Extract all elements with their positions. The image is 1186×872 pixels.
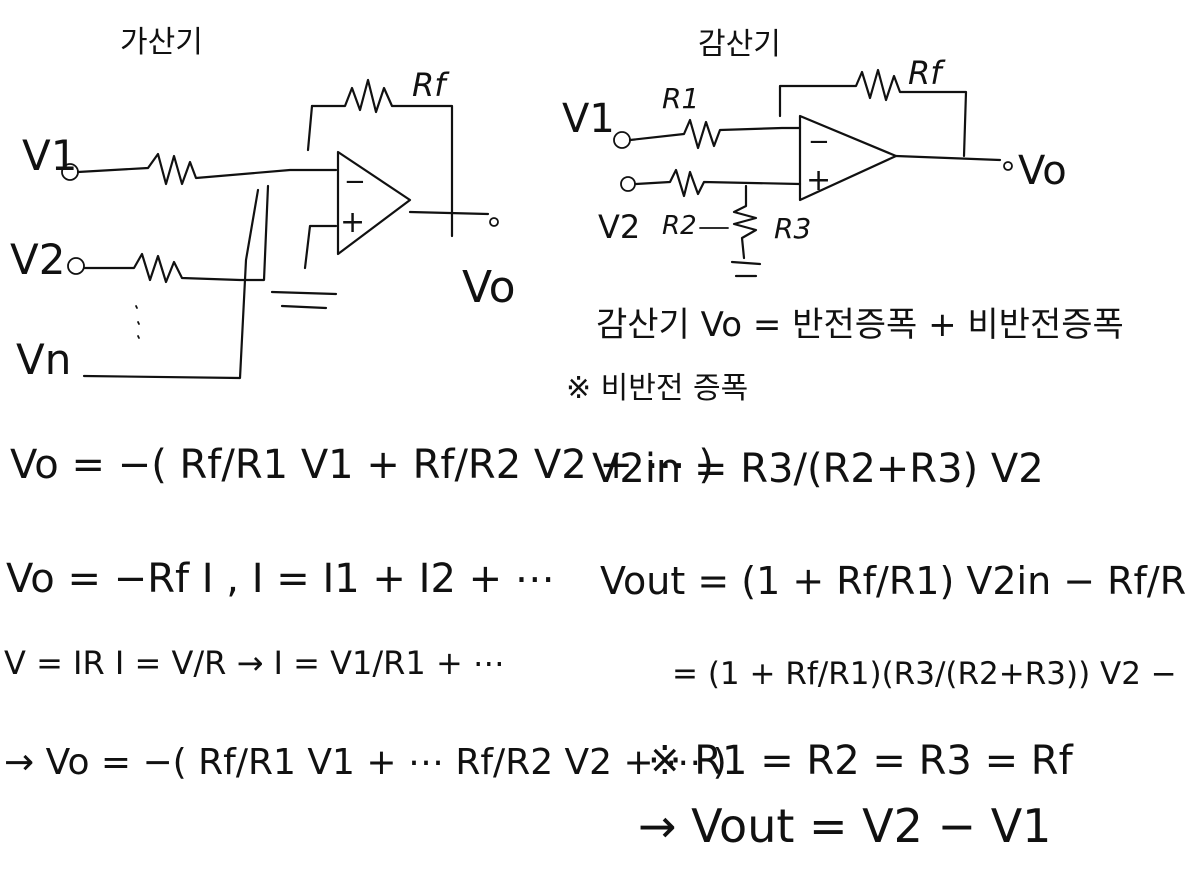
left-diagram-title: 가산기 [120, 25, 203, 60]
left-eq-ohms-law: V = IR I = V/R → I = V1/R1 + ⋯ [4, 644, 505, 682]
right-v2-terminal [620, 176, 636, 192]
right-ground-symbol [730, 260, 762, 278]
right-eq-noninverting-note: ※ 비반전 증폭 [566, 371, 748, 406]
left-eq-vo-result: → Vo = −( Rf/R1 V1 + ⋯ Rf/R2 V2 + ⋯ ) [4, 742, 727, 783]
right-diagram-title: 감산기 [698, 27, 781, 62]
right-r2-label: R2 [662, 211, 697, 241]
right-v1-label: V1 [562, 96, 615, 142]
right-rf-label: Rf [908, 54, 946, 92]
right-eq-summary: 감산기 Vo = 반전증폭 + 비반전증폭 [596, 305, 1124, 345]
left-output-terminal [489, 217, 499, 227]
right-r3-resistor [732, 184, 758, 260]
difference-amplifier-diagram: 감산기 Rf − + Vo V1 R1 V2 R2 R3 [562, 27, 1067, 278]
left-output-wire [408, 210, 490, 216]
right-eq-vout-expanded: = (1 + Rf/R1)(R3/(R2+R3)) V2 − Rf/R1 V1 [672, 656, 1186, 692]
left-input-vn-wire [82, 188, 260, 380]
left-opamp-minus: − [344, 167, 366, 197]
left-input-v2-resistor [82, 184, 270, 284]
left-input-vn-label: Vn [16, 335, 71, 384]
right-r3-label: R3 [774, 212, 811, 245]
left-input-v2-terminal [67, 257, 85, 275]
right-eq-equal-resistors: ※ R1 = R2 = R3 = Rf [648, 738, 1074, 784]
right-v1-terminal [613, 131, 631, 149]
left-rf-label: Rf [412, 66, 450, 104]
left-ellipsis-dots [135, 305, 140, 339]
right-v2-label: V2 [598, 208, 640, 246]
left-input-v1-label: V1 [22, 131, 77, 180]
left-eq-vo-sum: Vo = −( Rf/R1 V1 + Rf/R2 V2 + ⋯ ) [10, 442, 714, 488]
right-opamp-triangle [798, 114, 898, 202]
right-opamp-plus: + [806, 163, 831, 198]
left-feedback-resistor [310, 78, 454, 238]
right-eq-v2in: V2in = R3/(R2+R3) V2 [592, 446, 1044, 492]
right-derivation: 감산기 Vo = 반전증폭 + 비반전증폭 ※ 비반전 증폭 V2in = R3… [566, 305, 1186, 853]
left-opamp-plus: + [340, 205, 365, 240]
left-input-v2-label: V2 [10, 235, 65, 284]
left-plus-input-wire [303, 224, 338, 270]
right-output-label: Vo [1018, 148, 1067, 194]
right-eq-final-result: → Vout = V2 − V1 [638, 799, 1051, 853]
right-opamp-minus: − [808, 127, 830, 157]
right-output-terminal [1003, 161, 1013, 171]
left-input-v1-resistor [76, 152, 338, 186]
left-output-label: Vo [462, 262, 516, 313]
left-feedback-wire [306, 104, 314, 152]
left-derivation: Vo = −( Rf/R1 V1 + Rf/R2 V2 + ⋯ ) Vo = −… [4, 442, 727, 783]
left-eq-vo-current: Vo = −Rf I , I = I1 + I2 + ⋯ [6, 556, 555, 602]
left-opamp-triangle [336, 150, 412, 256]
right-r1-resistor [628, 118, 802, 150]
right-r1-label: R1 [662, 82, 699, 115]
right-output-wire [894, 154, 1002, 162]
left-ground-symbol [270, 290, 338, 310]
summing-amplifier-diagram: 가산기 Rf − + Vo V1 V2 Vn [10, 25, 516, 384]
right-feedback-resistor [778, 68, 968, 158]
right-r2-resistor [634, 168, 802, 198]
right-eq-vout: Vout = (1 + Rf/R1) V2in − Rf/R1 V1 [600, 559, 1186, 603]
